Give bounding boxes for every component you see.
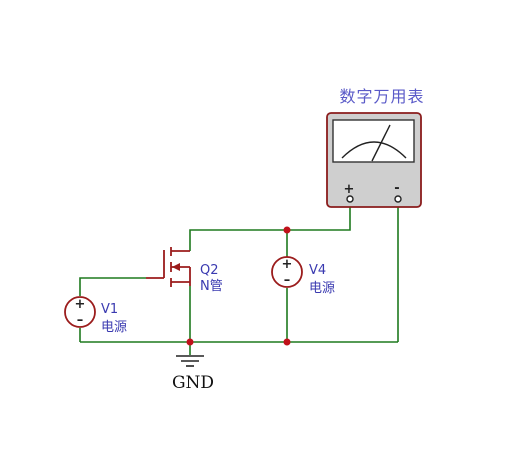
meter-minus-label: - — [394, 181, 399, 196]
v4-ref-label: V4 — [309, 263, 326, 278]
mosfet-q2[interactable] — [146, 247, 191, 287]
meter-plus-label: + — [344, 182, 355, 197]
meter-title: 数字万用表 — [339, 87, 424, 106]
node-top — [283, 226, 291, 234]
meter-scale-arc — [341, 141, 407, 159]
meter-plus-terminal[interactable] — [346, 195, 354, 203]
q2-type-label: N管 — [200, 279, 223, 294]
node-ground — [186, 338, 194, 346]
wire-drain-to-meter-plus — [189, 200, 351, 251]
mosfet-arrow-icon — [172, 263, 180, 271]
voltage-source-v4[interactable]: + – — [271, 256, 303, 288]
node-bottom — [283, 338, 291, 346]
voltage-source-v1[interactable]: + – — [64, 296, 96, 328]
q2-ref-label: Q2 — [200, 263, 219, 278]
v1-ref-label: V1 — [101, 302, 118, 317]
v1-plus-icon: + — [75, 297, 86, 312]
v4-minus-icon: – — [284, 273, 291, 288]
meter-display — [332, 119, 415, 163]
meter-minus-terminal[interactable] — [394, 195, 402, 203]
v4-plus-icon: + — [282, 257, 293, 272]
v1-type-label: 电源 — [101, 320, 127, 335]
v1-minus-icon: – — [77, 313, 84, 328]
multimeter[interactable]: + - — [326, 112, 422, 208]
wires — [79, 200, 399, 355]
junction-nodes — [186, 226, 291, 346]
v4-type-label: 电源 — [309, 281, 335, 296]
ground-icon — [176, 355, 204, 367]
ground-label: GND — [172, 373, 214, 393]
meter-needle — [371, 124, 391, 162]
wire-v1-to-gate — [79, 277, 146, 296]
